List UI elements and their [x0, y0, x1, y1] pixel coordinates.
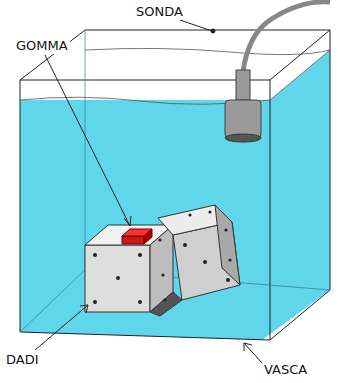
part-label: DADI	[4, 352, 41, 368]
dice-dots	[93, 210, 232, 304]
rubber-block	[122, 229, 152, 244]
part-label: VASCA	[262, 362, 309, 378]
probe-cable	[243, 2, 330, 72]
dice	[85, 205, 240, 316]
part-label: GOMMA	[14, 38, 70, 54]
probe	[225, 70, 261, 142]
part-label: SONDA	[134, 4, 185, 20]
tank-edges	[20, 30, 330, 340]
leader-lines	[35, 20, 262, 363]
